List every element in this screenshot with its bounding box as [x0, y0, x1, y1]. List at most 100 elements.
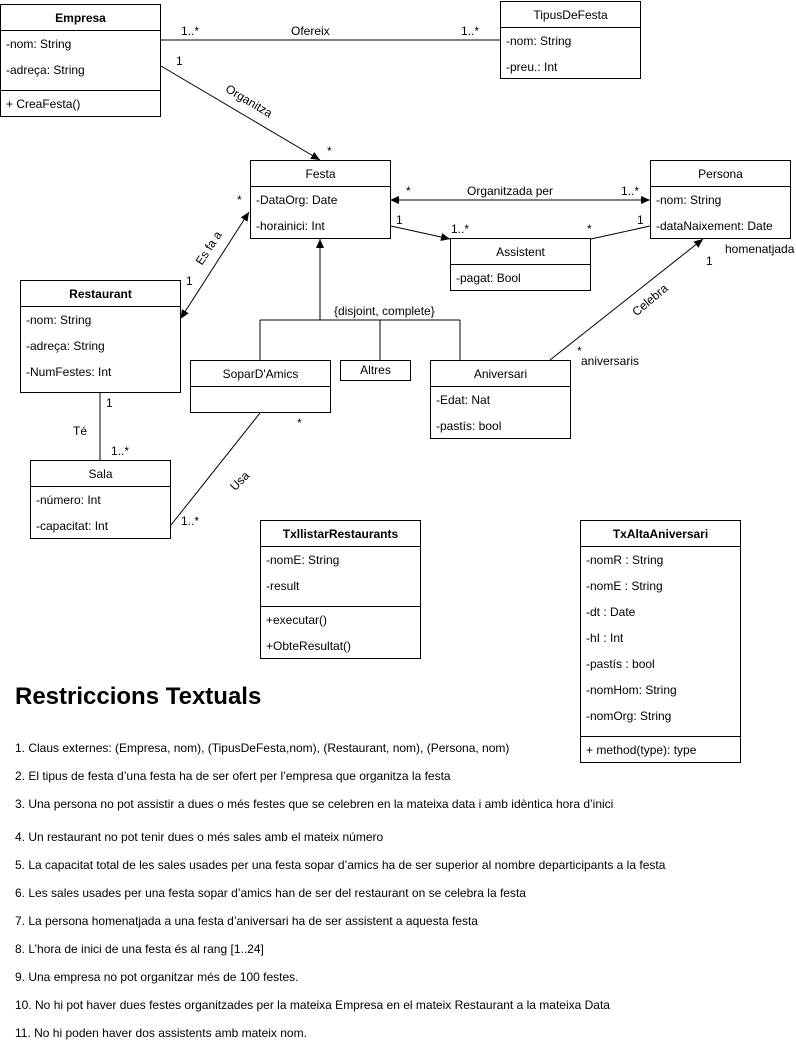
attribute: -hI : Int	[586, 631, 624, 645]
attribute: -nomHom: String	[586, 683, 677, 697]
ofereix-label: Ofereix	[291, 24, 330, 38]
restriction-item: 1. Claus externes: (Empresa, nom), (Tipu…	[15, 741, 510, 755]
restriction-item: 2. El tipus de festa d’una festa ha de s…	[15, 769, 451, 783]
restriction-item: 4. Un restaurant no pot tenir dues o més…	[15, 830, 384, 844]
class-txllistarrestaurants[interactable]: TxllistarRestaurants -nomE: String -resu…	[260, 520, 421, 659]
esfaa-mult-festa: *	[237, 193, 242, 207]
attribute: -nom: String	[26, 313, 92, 327]
ofereix-mult-empresa: 1..*	[181, 24, 200, 38]
class-sala[interactable]: Sala -número: Int -capacitat: Int	[30, 460, 171, 539]
class-restaurant[interactable]: Restaurant -nom: String -adreça: String …	[20, 280, 181, 393]
assist-mult-festa: 1	[396, 213, 403, 227]
celebra-role-aniversaris: aniversaris	[581, 354, 640, 368]
organitzada-mult-festa: *	[406, 184, 411, 198]
assistent-persona-line	[590, 225, 651, 240]
divider	[261, 599, 420, 607]
class-name: Altres	[360, 363, 391, 377]
divider	[21, 385, 180, 393]
attribute: -dataNaixement: Date	[656, 219, 773, 233]
organitzada-mult-persona: 1..*	[621, 184, 640, 198]
class-name: SoparD'Amics	[191, 361, 330, 387]
te-mult-restaurant: 1	[106, 396, 113, 410]
attribute: -nomE : String	[586, 579, 663, 593]
attribute: -adreça: String	[6, 63, 85, 77]
class-name: Empresa	[1, 5, 160, 31]
organitza-line	[160, 65, 321, 161]
operation: + CreaFesta()	[6, 97, 81, 111]
attribute: -horainici: Int	[256, 219, 325, 233]
attribute: -Edat: Nat	[436, 393, 491, 407]
restriction-item: 11. No hi poden haver dos assistents amb…	[15, 1026, 307, 1040]
assist-mult-assistent: 1..*	[451, 222, 470, 236]
class-name: TxllistarRestaurants	[261, 521, 420, 547]
attribute: -número: Int	[36, 493, 101, 507]
esfaa-line	[180, 211, 250, 319]
ofereix-mult-tipus: 1..*	[461, 24, 480, 38]
attribute: -pastís : bool	[586, 657, 655, 671]
organitza-mult-empresa: 1	[176, 54, 183, 68]
restriction-item: 10. No hi pot haver dues festes organitz…	[15, 998, 610, 1012]
attribute: -NumFestes: Int	[26, 365, 112, 379]
assist-mult-persona: 1	[637, 213, 644, 227]
attribute: -DataOrg: Date	[256, 193, 338, 207]
restriction-item: 5. La capacitat total de les sales usade…	[15, 858, 666, 872]
attribute: -result	[266, 579, 300, 593]
class-name: Assistent	[451, 239, 590, 265]
class-assistent[interactable]: Assistent -pagat: Bool	[450, 238, 591, 291]
attribute: -nomR : String	[586, 553, 664, 567]
divider	[581, 729, 740, 737]
class-name: Restaurant	[21, 281, 180, 307]
class-name: TipusDeFesta	[501, 2, 640, 28]
te-label: Té	[73, 424, 88, 438]
celebra-role-homenatjada: homenatjada	[725, 242, 795, 256]
te-mult-sala: 1..*	[111, 444, 130, 458]
usa-mult-sala: 1..*	[181, 514, 200, 528]
attribute: -capacitat: Int	[36, 519, 109, 533]
class-tipusdefesta[interactable]: TipusDeFesta -nom: String -preu.: Int	[500, 1, 641, 79]
operation: + method(type): type	[586, 743, 697, 757]
attribute: -nom: String	[6, 37, 72, 51]
generalization-constraint: {disjoint, complete}	[334, 304, 435, 318]
class-name: TxAltaAniversari	[581, 521, 740, 547]
restriction-item: 8. L’hora de inici de una festa és al ra…	[15, 942, 264, 956]
esfaa-mult-restaurant: 1	[186, 274, 193, 288]
restriction-item: 6. Les sales usades per una festa sopar …	[15, 886, 526, 900]
class-txaltaaniversari[interactable]: TxAltaAniversari -nomR : String -nomE : …	[580, 520, 741, 763]
class-persona[interactable]: Persona -nom: String -dataNaixement: Dat…	[650, 160, 791, 239]
divider	[1, 83, 160, 91]
assist-mult-assistent-persona: *	[587, 222, 592, 236]
celebra-line	[549, 238, 704, 361]
usa-mult-sopar: *	[297, 416, 302, 430]
restriction-item: 3. Una persona no pot assistir a dues o …	[15, 797, 614, 811]
class-altres[interactable]: Altres	[340, 360, 411, 381]
attribute: -nomE: String	[266, 553, 340, 567]
class-name: Persona	[651, 161, 790, 187]
class-aniversari[interactable]: Aniversari -Edat: Nat -pastís: bool	[430, 360, 571, 439]
attribute: -nomOrg: String	[586, 709, 672, 723]
festa-assistent-line	[390, 225, 451, 241]
class-name: Festa	[251, 161, 390, 187]
attribute: -adreça: String	[26, 339, 105, 353]
operation: +executar()	[266, 613, 328, 627]
class-name: Aniversari	[431, 361, 570, 387]
attribute: -preu.: Int	[506, 60, 558, 74]
attribute: -pagat: Bool	[456, 271, 521, 285]
restrictions-title: Restriccions Textuals	[15, 683, 262, 710]
organitza-mult-festa: *	[327, 144, 332, 158]
celebra-mult-aniversari: *	[577, 344, 582, 358]
attribute: -nom: String	[506, 34, 572, 48]
class-empresa[interactable]: Empresa -nom: String -adreça: String + C…	[0, 4, 161, 117]
class-festa[interactable]: Festa -DataOrg: Date -horainici: Int	[250, 160, 391, 239]
usa-line	[170, 412, 261, 526]
class-sopardamics[interactable]: SoparD'Amics	[190, 360, 331, 413]
attribute: -nom: String	[656, 193, 722, 207]
operation: +ObteResultat()	[266, 639, 352, 653]
attribute: -dt : Date	[586, 605, 636, 619]
attribute: -pastís: bool	[436, 419, 502, 433]
class-name: Sala	[31, 461, 170, 487]
restriction-item: 7. La persona homenatjada a una festa d’…	[15, 914, 478, 928]
celebra-mult-persona: 1	[706, 254, 713, 268]
restriction-item: 9. Una empresa no pot organitzar més de …	[15, 970, 299, 984]
organitzada-label: Organitzada per	[467, 184, 554, 198]
